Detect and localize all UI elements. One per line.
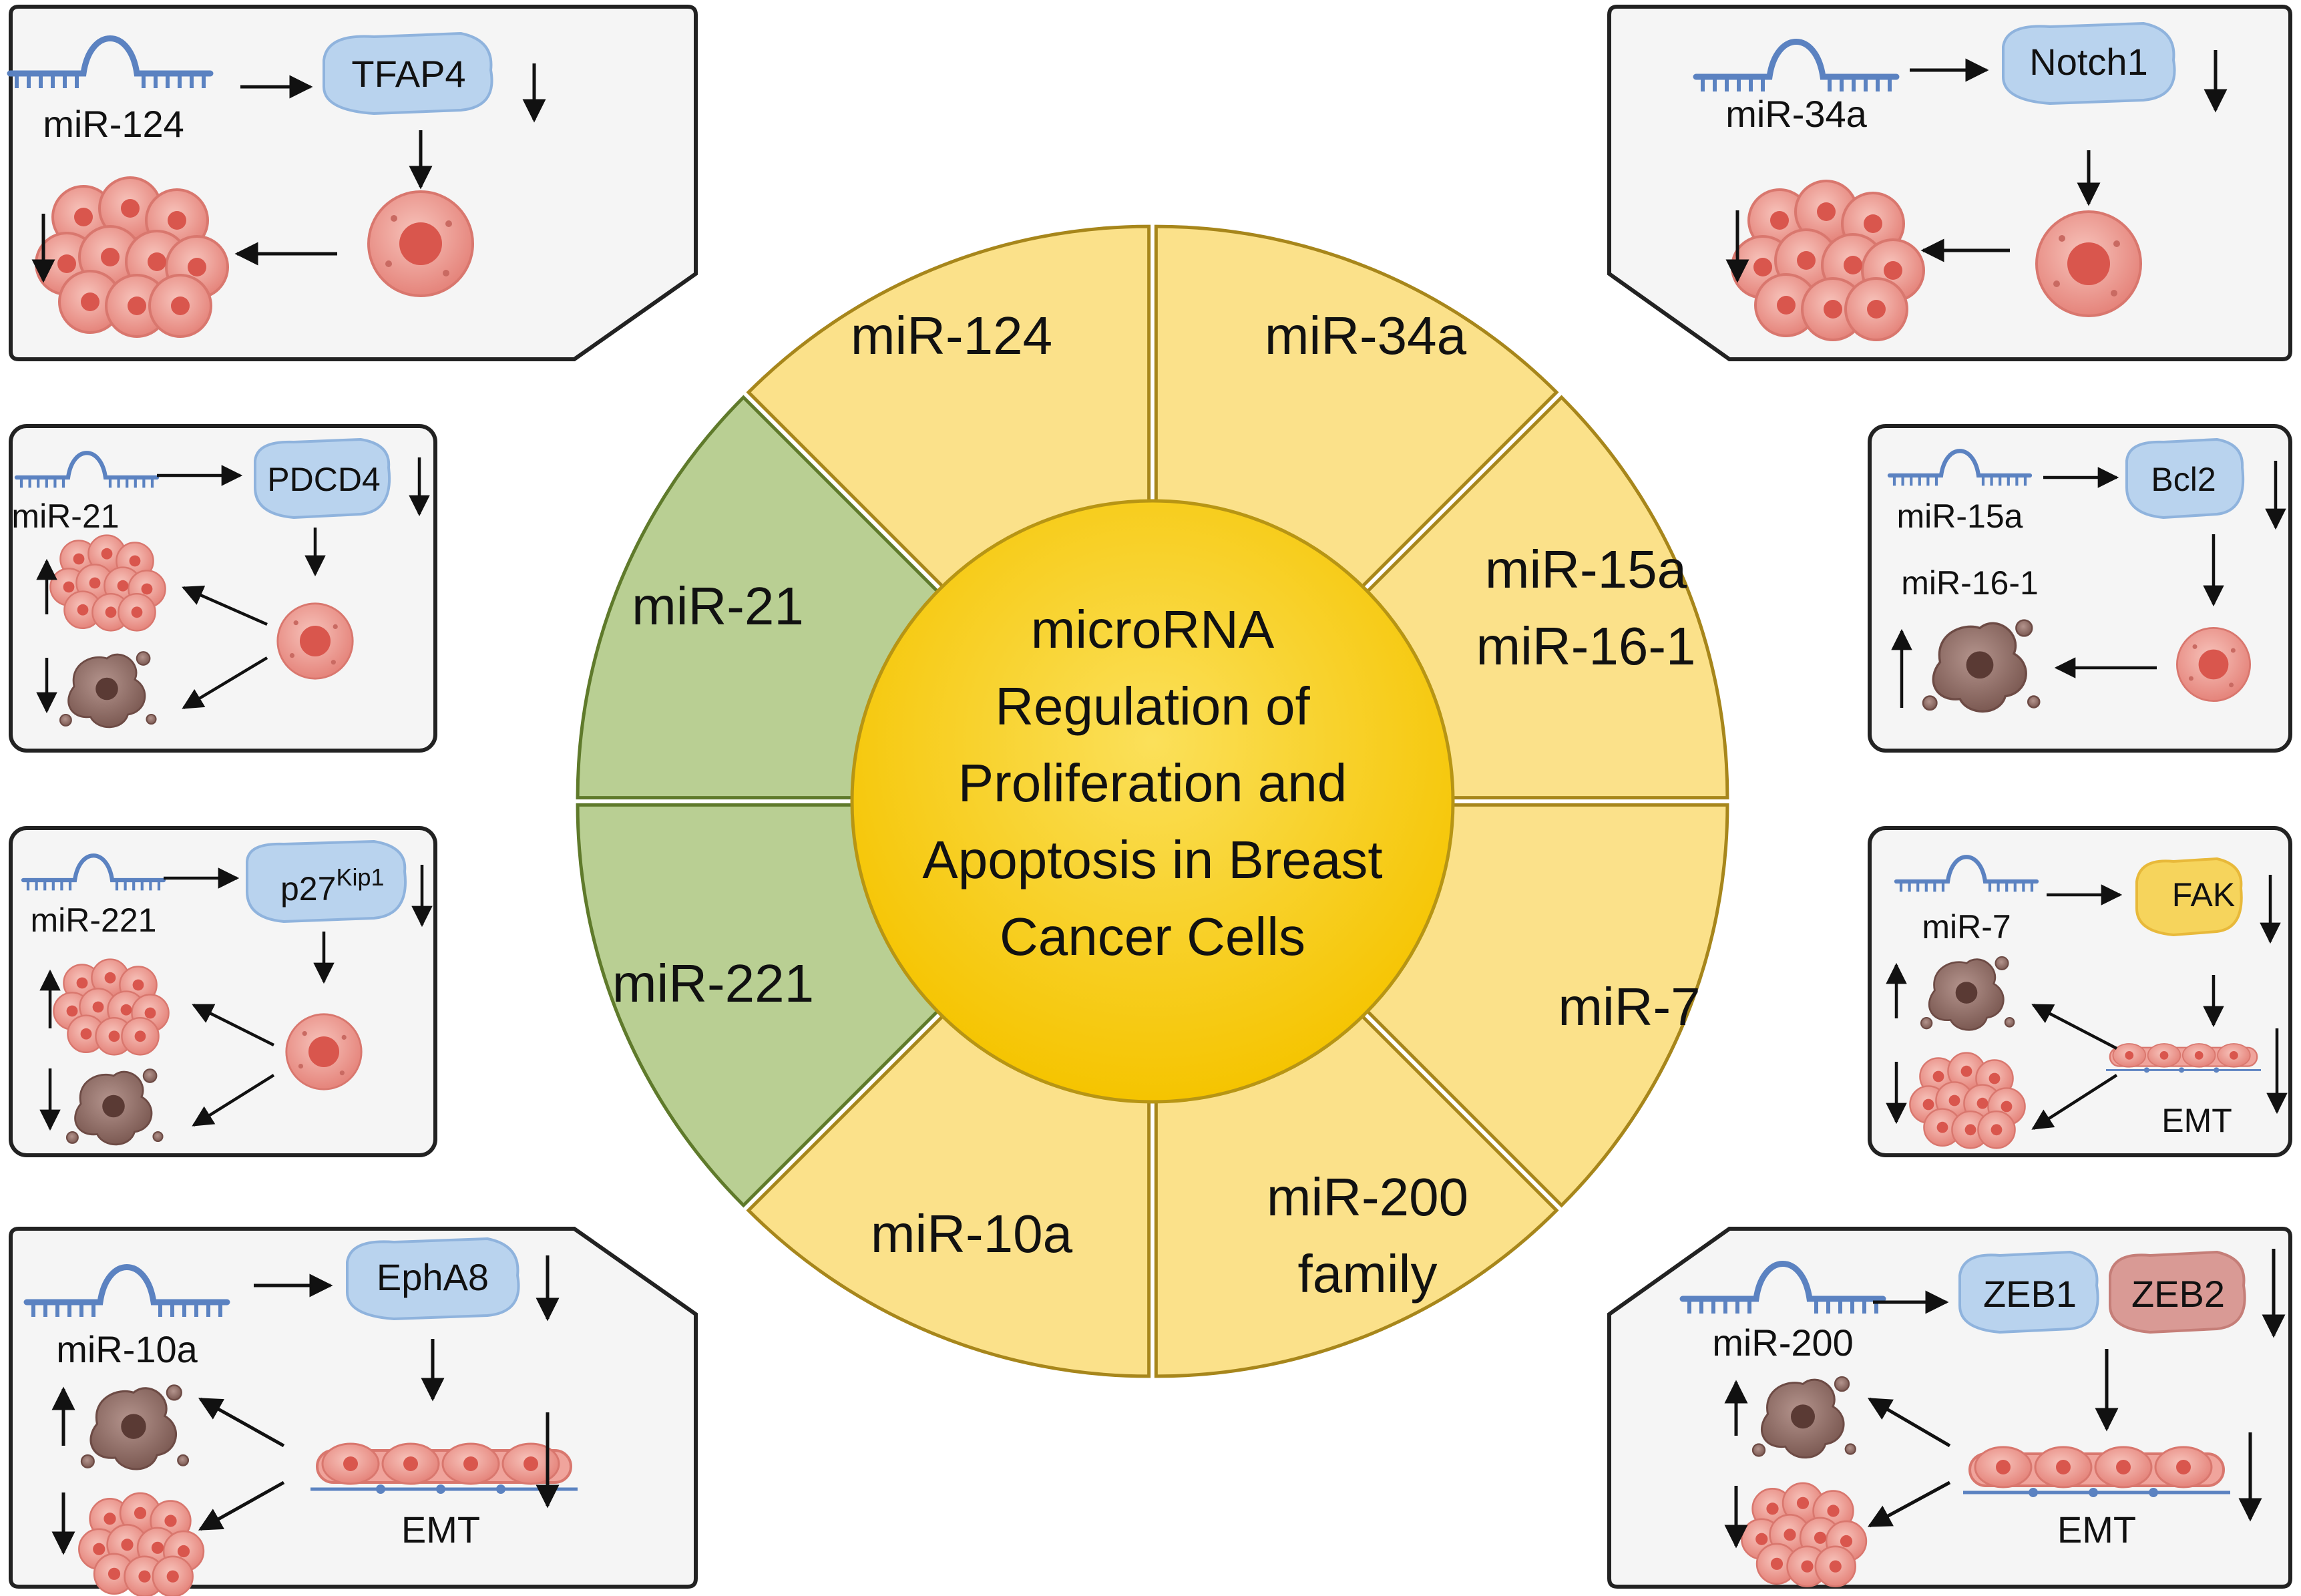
panel-mir-10a: miR-10a EphA8 EMT — [9, 1227, 698, 1596]
center-line-4: Apoptosis in Breast — [922, 830, 1382, 889]
panel-mir-7: miR-7 FAK EMT — [1868, 826, 2292, 1157]
cell-cluster-icon — [1909, 1052, 2026, 1149]
cell-cluster-icon — [78, 1492, 205, 1596]
protein-icon — [346, 1237, 520, 1321]
panel-mir-15a-mirna-2: miR-16-1 — [1901, 564, 2039, 602]
tumor-cell-icon — [285, 1013, 363, 1090]
cell-cluster-icon — [1741, 1482, 1868, 1587]
cell-cluster-icon — [49, 534, 166, 632]
protein-icon — [323, 31, 493, 116]
center-line-3: Proliferation and — [958, 753, 1347, 813]
cell-cluster-icon — [53, 958, 170, 1056]
segment-label-mir-200-line1: miR-200 — [1267, 1167, 1468, 1227]
protein-icon — [1958, 1250, 2099, 1334]
center-line-5: Cancer Cells — [1000, 907, 1305, 966]
center-title: microRNA Regulation of Proliferation and… — [922, 600, 1382, 966]
panel-mir-34a-mirna: miR-34a — [1725, 93, 1867, 135]
panel-mir-15a-16-1: miR-15a miR-16-1 Bcl2 — [1868, 424, 2292, 753]
segment-label-mir-221: miR-221 — [612, 954, 814, 1013]
cell-cluster-icon — [35, 176, 229, 338]
panel-mir-7-target: FAK — [2172, 876, 2235, 914]
panel-mir-124-mirna: miR-124 — [43, 103, 184, 145]
panel-mir-200: miR-200 ZEB1 ZEB2 EMT — [1607, 1227, 2292, 1589]
protein-icon — [2125, 437, 2245, 520]
panel-mir-34a-target: Notch1 — [2029, 41, 2147, 83]
panel-mir-200-target-1: ZEB1 — [1983, 1273, 2077, 1315]
segment-label-mir-7: miR-7 — [1558, 977, 1700, 1036]
center-line-1: microRNA — [1031, 600, 1275, 659]
protein-icon — [2002, 21, 2176, 106]
panel-mir-7-mirna: miR-7 — [1922, 908, 2011, 946]
panel-mir-200-target-2: ZEB2 — [2131, 1273, 2225, 1315]
tumor-cell-icon — [2175, 627, 2252, 702]
panel-mir-124-target: TFAP4 — [351, 53, 465, 95]
panel-mir-21: miR-21 PDCD4 — [9, 424, 437, 753]
panel-mir-221-mirna: miR-221 — [31, 902, 157, 939]
panel-mir-21-target: PDCD4 — [267, 461, 380, 498]
cell-cluster-icon — [1731, 180, 1925, 341]
tumor-cell-icon — [2035, 210, 2142, 317]
panel-mir-7-process: EMT — [2161, 1102, 2232, 1139]
panel-mir-10a-process: EMT — [401, 1509, 480, 1551]
segment-label-mir-200-line2: family — [1298, 1244, 1438, 1304]
panel-mir-221-target: p27Kip1 — [280, 863, 385, 908]
tumor-cell-icon — [367, 190, 474, 297]
panel-mir-21-mirna: miR-21 — [11, 497, 119, 535]
segment-label-mir-124: miR-124 — [851, 306, 1052, 365]
panel-mir-200-mirna: miR-200 — [1712, 1322, 1854, 1364]
segment-label-mir-15a-line2: miR-16-1 — [1476, 616, 1696, 676]
segment-label-mir-34a: miR-34a — [1265, 306, 1467, 365]
panel-mir-221: miR-221 p27Kip1 — [9, 826, 437, 1157]
protein-icon — [2135, 857, 2243, 937]
center-circle — [850, 499, 1455, 1104]
segment-label-mir-21: miR-21 — [632, 576, 804, 636]
protein-icon — [2109, 1250, 2246, 1334]
panel-mir-10a-mirna: miR-10a — [56, 1328, 198, 1370]
segment-label-mir-15a-line1: miR-15a — [1485, 540, 1687, 599]
panel-mir-200-process: EMT — [2057, 1509, 2136, 1551]
protein-icon — [246, 839, 407, 924]
panel-mir-10a-target: EphA8 — [377, 1256, 489, 1298]
center-line-2: Regulation of — [995, 676, 1310, 736]
panel-mir-15a-target: Bcl2 — [2151, 461, 2216, 498]
panel-mir-15a-mirna-1: miR-15a — [1897, 497, 2023, 535]
protein-icon — [254, 437, 391, 520]
tumor-cell-icon — [276, 602, 354, 680]
panel-mir-34a: miR-34a Notch1 — [1607, 5, 2292, 361]
segment-label-mir-10a: miR-10a — [871, 1204, 1073, 1263]
panel-mir-124: miR-124 TFAP4 — [10, 5, 698, 361]
